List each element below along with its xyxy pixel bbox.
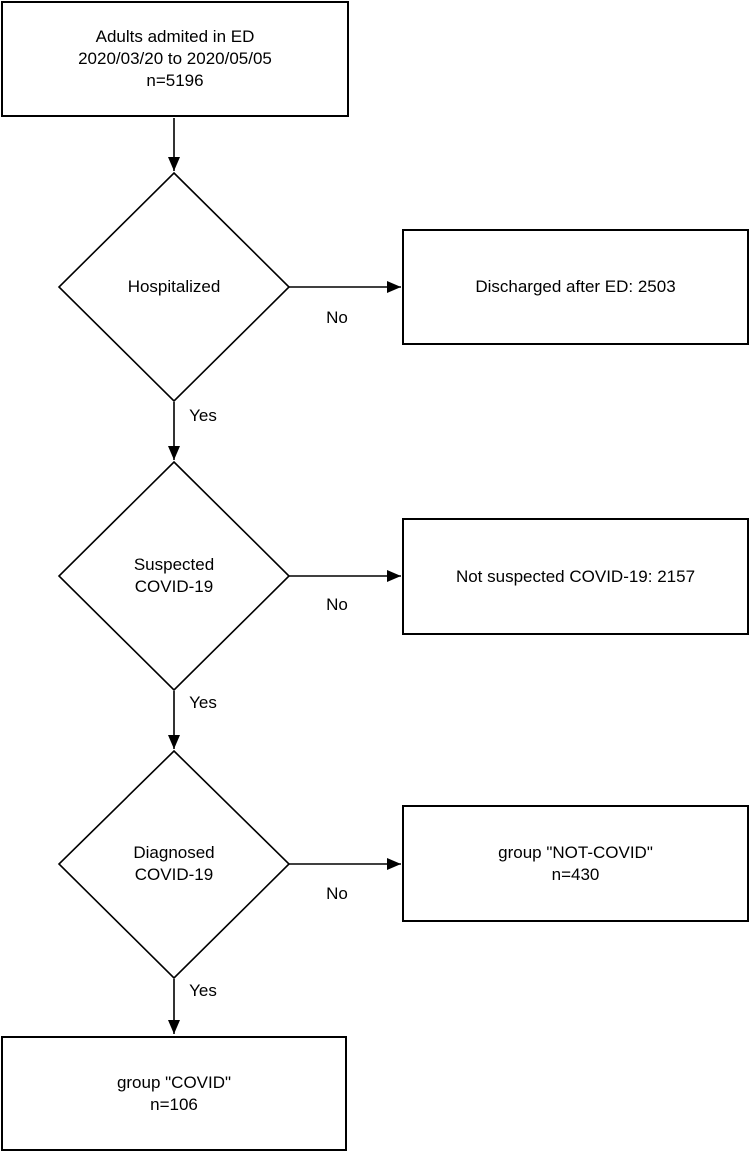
decision-label-suspected-covid: Suspected COVID-19 (64, 554, 284, 598)
decision-label-line: Hospitalized (127, 277, 221, 296)
decision-label-line: COVID-19 (134, 865, 214, 884)
outcome-box-line: group "NOT-COVID" (498, 842, 653, 862)
outcome-box-line: Discharged after ED: 2503 (475, 277, 676, 296)
decision-diamond-suspected-covid (57, 460, 291, 692)
yes-label: Yes (189, 406, 217, 425)
start-box-line: n=5196 (146, 71, 204, 90)
decision-label-line: Diagnosed (133, 843, 215, 862)
decision-diamond-diagnosed-covid (57, 749, 291, 980)
end-box-covid: group "COVID" n=106 (1, 1036, 347, 1151)
outcome-box-not-covid: group "NOT-COVID" n=430 (402, 805, 749, 922)
decision-diamond-hospitalized (57, 171, 291, 403)
decision-label-hospitalized: Hospitalized (64, 276, 284, 298)
no-label: No (326, 595, 348, 614)
decision-label-line: Suspected (133, 555, 215, 574)
start-box-line: 2020/03/20 to 2020/05/05 (78, 49, 272, 68)
outcome-box-discharged: Discharged after ED: 2503 (402, 229, 749, 345)
outcome-box-line: n=430 (551, 864, 600, 884)
decision-label-line: COVID-19 (134, 577, 214, 596)
no-label: No (326, 884, 348, 903)
yes-label: Yes (189, 981, 217, 1000)
outcome-box-line: Not suspected COVID-19: 2157 (455, 566, 696, 586)
decision-label-diagnosed-covid: Diagnosed COVID-19 (64, 842, 284, 886)
yes-label: Yes (189, 693, 217, 712)
start-box-line: Adults admited in ED (95, 27, 255, 46)
end-box-line: group "COVID" (116, 1072, 232, 1092)
outcome-box-not-suspected: Not suspected COVID-19: 2157 (402, 518, 749, 635)
end-box-line: n=106 (150, 1094, 198, 1114)
start-box: Adults admited in ED 2020/03/20 to 2020/… (1, 1, 349, 117)
no-label: No (326, 308, 348, 327)
